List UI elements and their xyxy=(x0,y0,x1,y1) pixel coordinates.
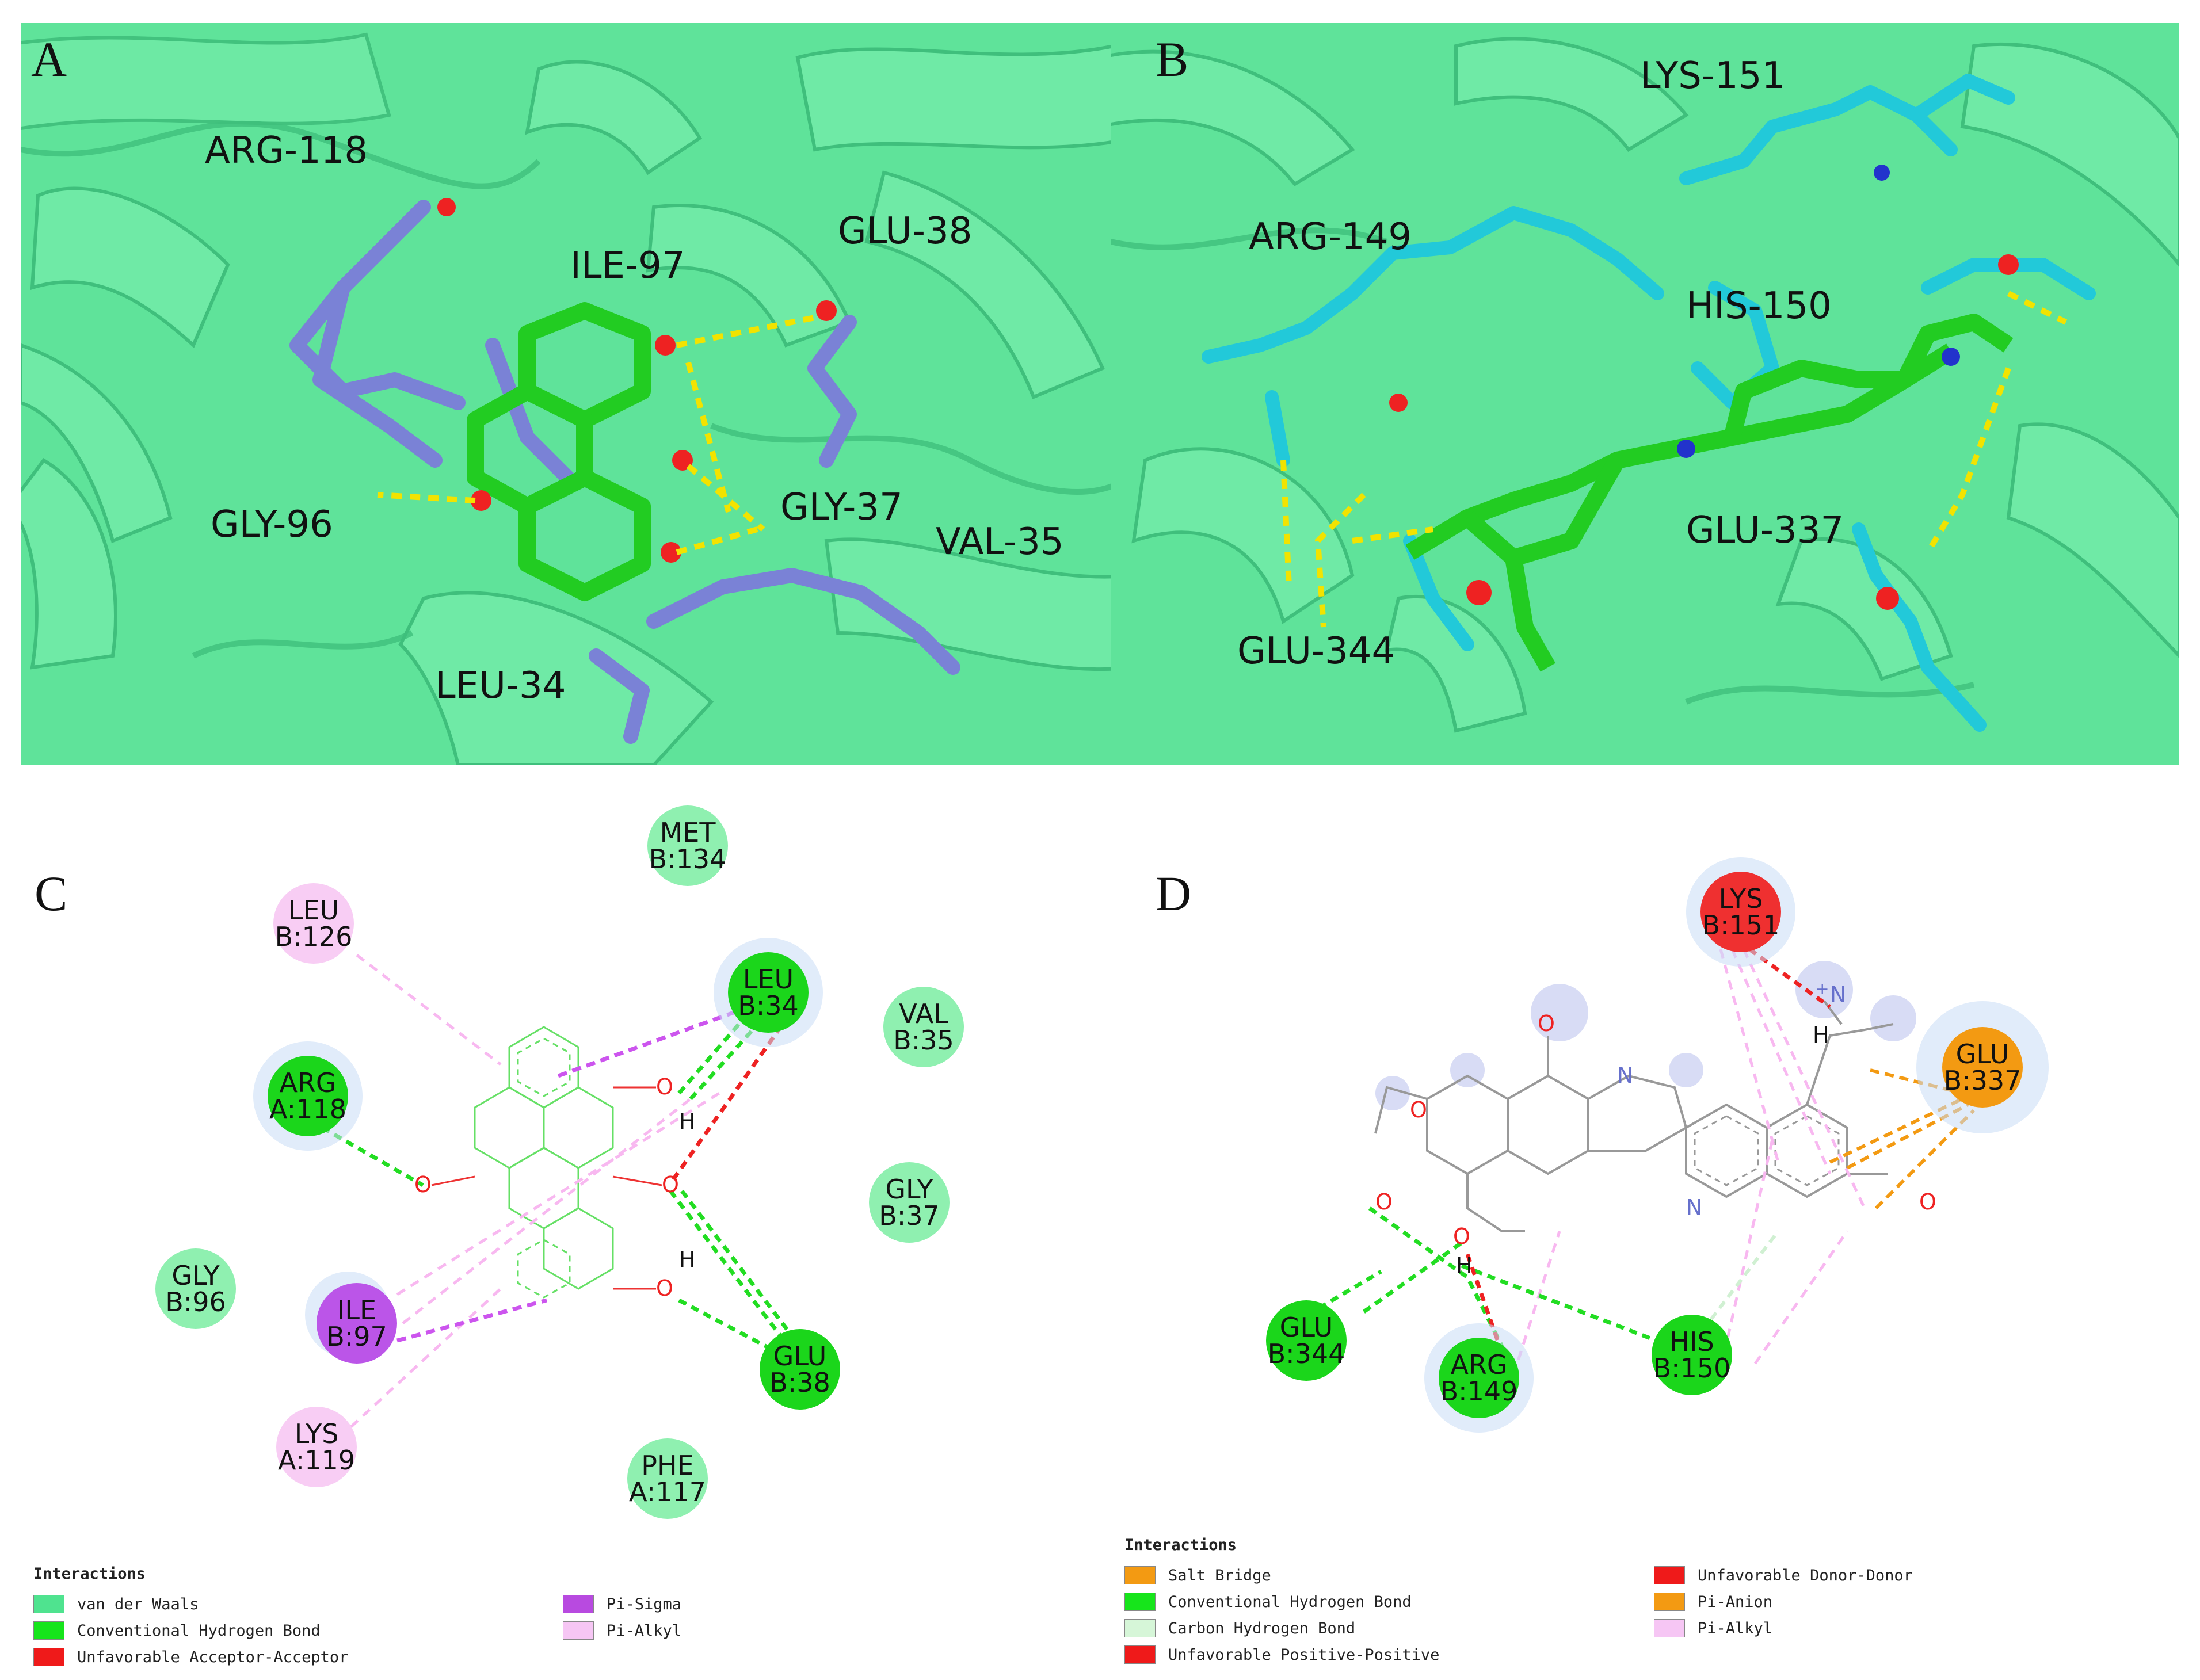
legend-swatch xyxy=(1124,1566,1156,1584)
oxygen-atom: O xyxy=(1375,1189,1393,1215)
legend-swatch xyxy=(1124,1645,1156,1664)
panel-c-label: C xyxy=(35,866,68,921)
legend-swatch xyxy=(33,1595,64,1613)
nitrogen-atom: N xyxy=(1617,1063,1634,1088)
legend-item: Pi-Alkyl xyxy=(563,1617,681,1644)
oxygen-atom: O xyxy=(656,1276,673,1301)
panel-a-structure xyxy=(21,32,1134,765)
panel-c-bonds xyxy=(321,954,802,1428)
panel-d-2d-diagram: D xyxy=(1111,794,2200,1680)
legend-item: Unfavorable Acceptor-Acceptor xyxy=(33,1644,563,1670)
oxygen-atom: O xyxy=(656,1074,673,1099)
residue-label: GLY-37 xyxy=(780,486,903,529)
legend-title: Interactions xyxy=(1124,1536,1237,1554)
legend-item: Pi-Sigma xyxy=(563,1591,681,1617)
panel-b-label: B xyxy=(1156,32,1189,87)
hydrogen-atom: H xyxy=(679,1109,696,1134)
oxygen-atom: O xyxy=(1538,1011,1555,1036)
legend-title: Interactions xyxy=(33,1565,146,1583)
panel-d-legend: Interactions Salt Bridge Conventional Hy… xyxy=(1124,1536,1988,1668)
oxygen-atom: O xyxy=(1410,1097,1427,1122)
panel-c-2d-diagram: C xyxy=(0,794,1111,1680)
plus-charge: + xyxy=(1816,979,1829,998)
residue-label: GLU-337 xyxy=(1686,509,1844,552)
legend-swatch xyxy=(1654,1593,1685,1611)
legend-item: Carbon Hydrogen Bond xyxy=(1124,1615,1654,1641)
legend-item: Conventional Hydrogen Bond xyxy=(1124,1589,1654,1615)
panel-a-3d-view: A ARG-118 ILE-97 GLU-38 GLY-96 GLY-37 VA… xyxy=(21,23,1134,765)
panel-b-3d-view: B LYS-151 ARG-149 HIS-150 GLU-337 GLU-34… xyxy=(1111,23,2179,765)
residue-label: HIS-150 xyxy=(1686,285,1832,327)
panel-a-label: A xyxy=(31,32,67,87)
residue-label: GLU-344 xyxy=(1237,630,1396,673)
residue-label: ILE-97 xyxy=(570,245,685,287)
legend-swatch xyxy=(1654,1619,1685,1637)
residue-label: LYS-151 xyxy=(1640,55,1786,97)
legend-swatch xyxy=(33,1621,64,1640)
legend-swatch xyxy=(1654,1566,1685,1584)
oxygen-atom: O xyxy=(1919,1189,1936,1215)
residue-label: VAL-35 xyxy=(936,521,1064,563)
oxygen-atom: O xyxy=(1453,1224,1470,1249)
panel-b-structure xyxy=(1111,37,2179,733)
legend-item: Unfavorable Donor-Donor xyxy=(1654,1562,1913,1589)
residue-label: ARG-149 xyxy=(1249,216,1412,258)
oxygen-atom: O xyxy=(662,1172,679,1197)
residue-label: LEU-34 xyxy=(435,665,566,707)
nitrogen-atom: N xyxy=(1830,982,1847,1007)
nitrogen-atom: N xyxy=(1686,1195,1703,1220)
legend-swatch xyxy=(1124,1593,1156,1611)
legend-swatch xyxy=(563,1595,594,1613)
legend-item: Pi-Anion xyxy=(1654,1589,1913,1615)
hydrogen-atom: H xyxy=(679,1247,696,1272)
hydrogen-atom: H xyxy=(1813,1022,1829,1048)
legend-item: van der Waals xyxy=(33,1591,563,1617)
legend-swatch xyxy=(1124,1619,1156,1637)
legend-item: Unfavorable Positive-Positive xyxy=(1124,1641,1654,1668)
legend-swatch xyxy=(563,1621,594,1640)
legend-item: Conventional Hydrogen Bond xyxy=(33,1617,563,1644)
panel-c-legend: Interactions van der Waals Conventional … xyxy=(33,1565,897,1670)
oxygen-atom: O xyxy=(414,1172,432,1197)
residue-label: GLU-38 xyxy=(838,210,973,253)
residue-label: GLY-96 xyxy=(211,503,333,546)
legend-swatch xyxy=(33,1648,64,1666)
panel-d-label: D xyxy=(1156,866,1192,921)
legend-item: Salt Bridge xyxy=(1124,1562,1654,1589)
residue-label: ARG-118 xyxy=(205,129,368,172)
hydrogen-atom: H xyxy=(1456,1253,1473,1278)
legend-item: Pi-Alkyl xyxy=(1654,1615,1913,1641)
